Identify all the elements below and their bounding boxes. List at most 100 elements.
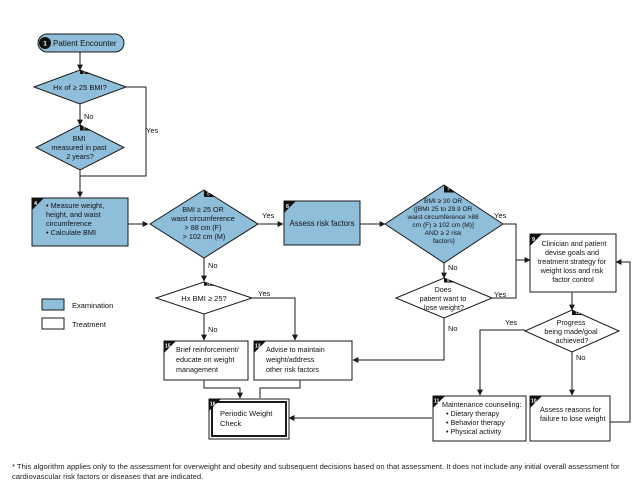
node-10-line: failure to lose weight [540,414,606,423]
legend-swatch-treatment [41,317,65,330]
node-progress-decision: 12 Progress being made/goal achieved? [523,309,621,353]
node-bmi-waist-decision: 5 BMI ≥ 25 OR waist circumference > 88 c… [149,189,259,259]
node-9-number: 9 [532,237,535,243]
edge-label-14-yes: Yes [258,289,270,298]
node-7-line: BMI ≥ 30 OR [424,198,462,205]
node-16-line: Check [220,419,242,428]
node-advise-maintain: 13 Advise to maintain weight/address oth… [253,340,353,381]
node-3-text: BMI measured in past 2 years? [51,134,108,161]
node-3-number: 3 [83,126,86,131]
edge-label-5-no: No [208,261,218,270]
node-9-line: weight loss and risk [540,266,604,275]
legend: Examination Treatment [41,298,113,330]
node-2-number: 2 [83,70,86,75]
node-3-line: 2 years? [66,152,94,161]
node-9-line: treatment strategy for [538,257,607,266]
legend-label-examination: Examination [72,301,113,310]
node-5-number: 5 [207,192,210,197]
node-5-text: BMI ≥ 25 OR waist circumference > 88 cm … [170,205,237,241]
node-7-line: AND ≥ 2 risk [425,230,463,237]
node-5-line: > 102 cm (M) [183,232,226,241]
node-5-line: waist circumference [170,214,235,223]
node-4-line: • Calculate BMI [46,228,96,237]
node-7-line: cm (F) ≥ 102 cm (M)] [412,222,474,229]
node-1-number: 1 [43,41,47,48]
node-6-line: Assess risk factors [290,219,355,228]
node-10-number: 10 [531,399,537,405]
node-1-text: Patient Encounter [53,39,117,48]
node-8-number: 8 [447,278,450,283]
node-10-line: Assess reasons for [540,405,602,414]
node-patient-encounter: 1 Patient Encounter [37,33,125,53]
node-11-text: Maintenance counseling: • Dietary therap… [442,400,524,436]
node-7-line: {[BMI 25 to 29.9 OR [414,206,473,213]
node-12-number: 12 [575,310,581,315]
node-hx-bmi-decision: 2 Hx of ≥ 25 BMI? [32,69,128,105]
node-12-line: achieved? [556,336,589,345]
node-14-line: Hx BMI ≥ 25? [181,294,226,303]
node-15-number: 15 [165,344,171,350]
node-7-number: 7 [447,187,450,192]
node-16-line: Periodic Weight [220,409,273,418]
node-5-line: BMI ≥ 25 OR [182,205,224,214]
node-maintenance-counseling: 11 Maintenance counseling: • Dietary the… [432,395,527,442]
footnote: * This algorithm applies only to the ass… [12,462,620,481]
node-14-number: 14 [206,282,211,287]
edge-label-2-no: No [84,112,94,121]
node-12-line: Progress [557,318,586,327]
node-4-number: 4 [34,201,38,207]
node-7-line: factors} [433,238,456,245]
edge-label-12-no: No [576,353,586,362]
node-brief-reinforcement: 15 Brief reinforcement/ educate on weigh… [163,340,249,381]
node-11-line: • Physical activity [446,427,502,436]
node-15-text: Brief reinforcement/ educate on weight m… [176,345,241,374]
connectors [77,52,631,423]
node-4-line: height, and waist [46,210,101,219]
node-13-line: Advise to maintain [266,345,325,354]
node-11-line: • Behavior therapy [446,418,505,427]
node-13-line: weight/address [265,355,315,364]
edge-labels: Yes No Yes No Yes No Yes No Yes No Yes N… [84,112,586,362]
node-12-line: being made/goal [544,327,598,336]
node-15-line: educate on weight [176,355,234,364]
node-measure-weight: 4 • Measure weight, height, and waist ci… [31,197,129,247]
node-4-line: circumference [46,219,92,228]
node-10-text: Assess reasons for failure to lose weigh… [540,405,606,423]
node-11-number: 11 [434,399,440,405]
node-5-line: > 88 cm (F) [185,223,222,232]
node-7-text: BMI ≥ 30 OR {[BMI 25 to 29.9 OR waist ci… [406,198,480,245]
node-8-line: patient want to [420,294,467,303]
node-16-text: Periodic Weight Check [220,409,274,428]
node-3-line: BMI [73,134,86,143]
node-9-line: Clinician and patient [542,239,607,248]
node-6-number: 6 [286,204,289,210]
node-3-line: measured in past [51,143,106,152]
edge-label-14-no: No [208,325,218,334]
node-12-text: Progress being made/goal achieved? [544,318,599,345]
node-risk-threshold-decision: 7 BMI ≥ 30 OR {[BMI 25 to 29.9 OR waist … [384,184,504,264]
node-9-line: devise goals and [545,248,599,257]
node-15-line: management [176,365,218,374]
node-assess-failure-reasons: 10 Assess reasons for failure to lose we… [529,395,611,442]
node-8-text: Does patient want to lose weight? [420,285,469,312]
edge-label-2-yes: Yes [146,126,158,135]
node-8-line: lose weight? [424,303,464,312]
node-9-text: Clinician and patient devise goals and t… [538,239,609,284]
edge-label-12-yes: Yes [505,318,517,327]
node-devise-goals: 9 Clinician and patient devise goals and… [529,233,617,293]
node-4-line: • Measure weight, [46,201,104,210]
legend-label-treatment: Treatment [72,320,107,329]
edge-label-7-no: No [448,263,458,272]
node-wants-to-lose-weight-decision: 8 Does patient want to lose weight? [394,277,494,319]
node-13-line: other risk factors [266,365,320,374]
node-periodic-weight-check: 16 Periodic Weight Check [208,398,290,440]
node-2-text: Hx of ≥ 25 BMI? [53,83,107,92]
node-1-line: Patient Encounter [53,39,117,48]
node-assess-risk-factors: 6 Assess risk factors [283,200,361,246]
node-bmi-measured-decision: 3 BMI measured in past 2 years? [34,124,126,171]
node-7-line: waist circumference >88 [406,214,479,221]
edge-label-7-yes: Yes [494,211,506,220]
node-4-text: • Measure weight, height, and waist circ… [46,201,106,237]
node-13-number: 13 [255,344,261,350]
